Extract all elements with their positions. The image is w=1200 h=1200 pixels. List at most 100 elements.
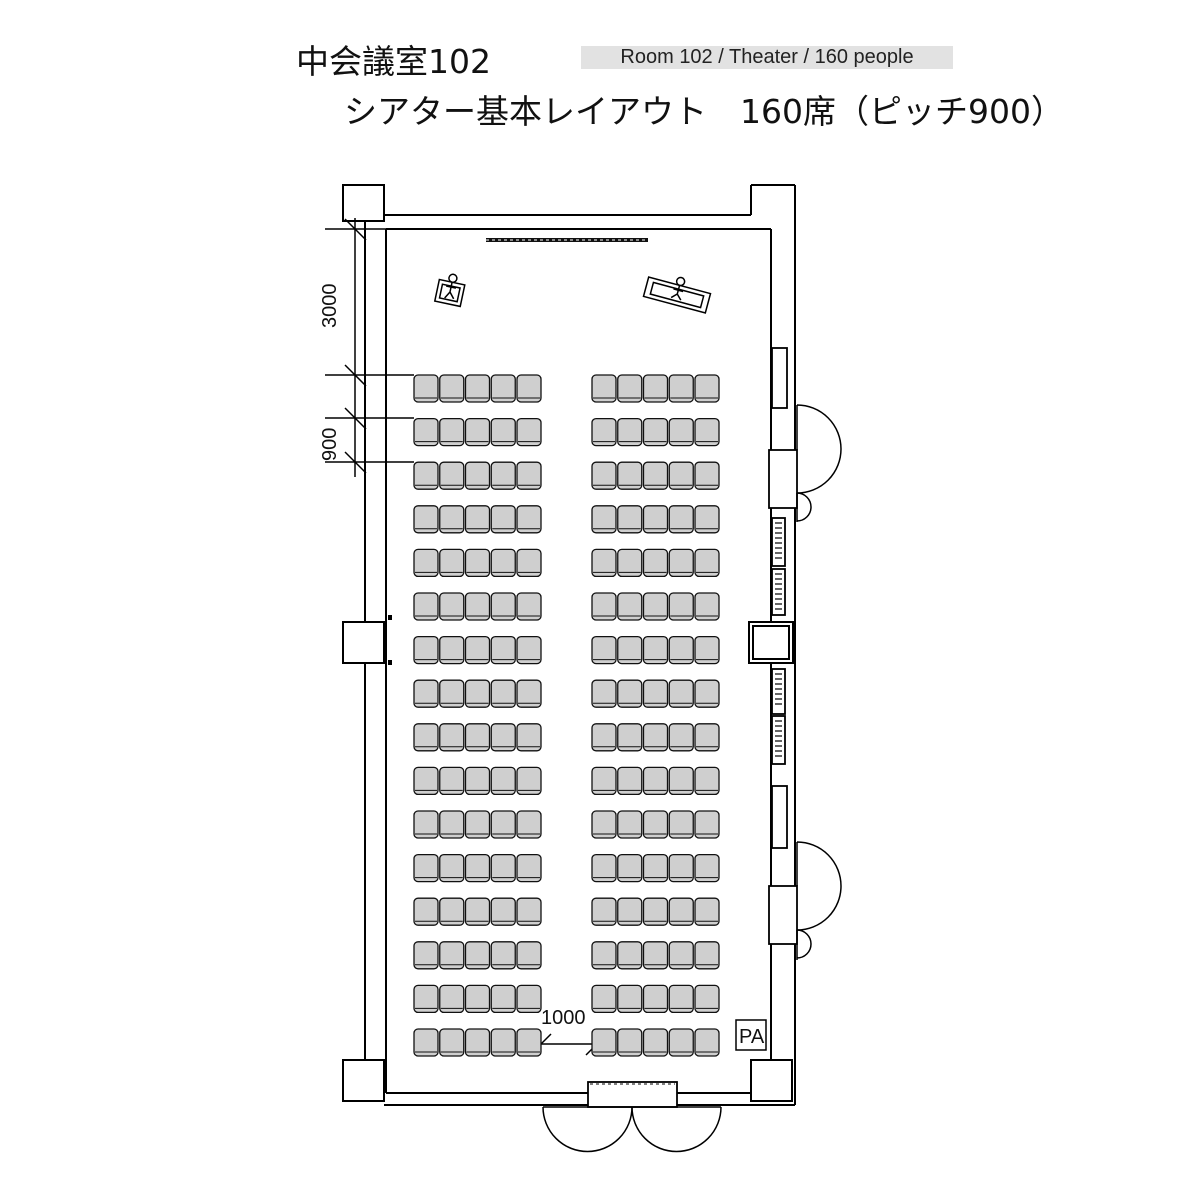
seat: [668, 941, 694, 970]
seat: [439, 984, 465, 1014]
seat: [516, 417, 542, 447]
seat: [642, 723, 669, 752]
seat: [464, 1028, 491, 1057]
column-mid-right: [748, 621, 794, 664]
seat: [642, 461, 669, 490]
seat: [490, 592, 516, 621]
seat: [464, 548, 491, 578]
seat: [439, 374, 465, 403]
seat: [668, 853, 694, 883]
seat: [668, 1028, 694, 1057]
seat: [516, 1028, 542, 1057]
seat: [516, 941, 542, 970]
seat-row: [413, 1028, 542, 1057]
seat: [617, 679, 643, 708]
seat-row: [413, 723, 542, 752]
wall-outlet-icon: [388, 615, 392, 620]
seat: [617, 461, 643, 490]
seat-row: [413, 984, 542, 1014]
seat: [439, 679, 465, 708]
seat: [591, 679, 617, 708]
seat: [668, 505, 694, 534]
dimension-label-pitch: 900: [319, 428, 341, 461]
seat: [617, 941, 643, 970]
seat: [591, 984, 617, 1014]
seat-row: [413, 592, 542, 621]
seat: [439, 853, 465, 883]
seat: [694, 984, 720, 1014]
column-bottom-right: [750, 1059, 793, 1102]
seat-row: [413, 941, 542, 970]
vent-panel: [771, 517, 786, 567]
seat: [516, 592, 542, 621]
seat: [490, 679, 516, 708]
seat: [490, 853, 516, 883]
seat: [617, 853, 643, 883]
seat: [490, 1028, 516, 1057]
seat: [413, 417, 439, 447]
seat: [439, 417, 465, 447]
seat: [668, 461, 694, 490]
seat-row: [413, 853, 542, 883]
column-mid-left: [342, 621, 385, 664]
seat: [694, 810, 720, 839]
seat: [591, 853, 617, 883]
seat: [490, 897, 516, 926]
seat: [464, 853, 491, 883]
seat: [642, 941, 669, 970]
seat: [642, 592, 669, 621]
seat: [464, 723, 491, 752]
seat-row: [591, 853, 720, 883]
seat: [617, 505, 643, 534]
seat: [668, 897, 694, 926]
door-frame: [587, 1081, 678, 1108]
seat-row: [591, 461, 720, 490]
seat: [694, 461, 720, 490]
seat: [439, 592, 465, 621]
seat: [413, 592, 439, 621]
seat: [464, 941, 491, 970]
seat: [668, 810, 694, 839]
seat: [694, 635, 720, 665]
seat: [591, 766, 617, 796]
seat: [668, 679, 694, 708]
seat-row: [591, 374, 720, 403]
seat: [464, 766, 491, 796]
seat-row: [413, 548, 542, 578]
seat: [617, 592, 643, 621]
seat: [464, 592, 491, 621]
seat: [694, 505, 720, 534]
seat-row: [591, 723, 720, 752]
seat: [490, 635, 516, 665]
seat: [694, 548, 720, 578]
lectern-left-icon: [433, 273, 466, 308]
seat: [490, 723, 516, 752]
seat: [439, 548, 465, 578]
seat: [439, 941, 465, 970]
seat: [617, 897, 643, 926]
seat: [617, 417, 643, 447]
wall-outlet-icon: [388, 660, 392, 665]
seat: [591, 505, 617, 534]
column-mid-right-inner: [752, 625, 790, 660]
layout-subtitle: シアター基本レイアウト 160席（ピッチ900）: [344, 92, 1064, 131]
seat-row: [591, 810, 720, 839]
seat: [439, 461, 465, 490]
seat-row: [413, 505, 542, 534]
door-frame: [768, 885, 798, 945]
seat: [642, 374, 669, 403]
seat: [694, 897, 720, 926]
door-swing-icon: [542, 404, 842, 1153]
seat: [413, 853, 439, 883]
seat: [439, 1028, 465, 1057]
seat: [490, 548, 516, 578]
seat-row: [413, 897, 542, 926]
seat: [490, 941, 516, 970]
seat-row: [413, 810, 542, 839]
seat-row: [591, 941, 720, 970]
seat: [413, 679, 439, 708]
seat: [642, 984, 669, 1014]
seat: [591, 548, 617, 578]
dimension-label-front: 3000: [319, 284, 341, 329]
